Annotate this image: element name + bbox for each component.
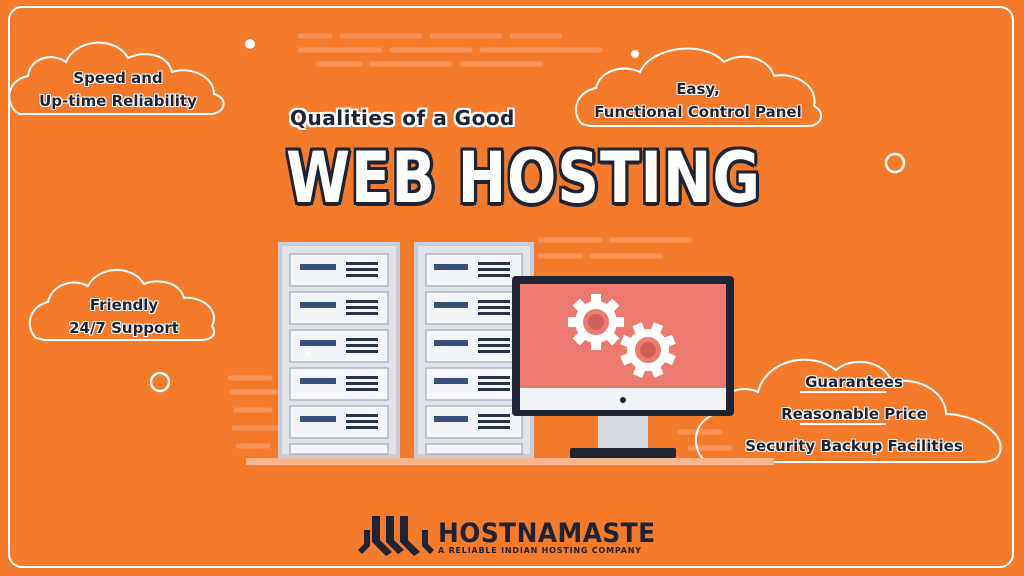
- cloud-control-text: Easy, Functional Control Panel: [578, 78, 818, 124]
- cloud-outline-support: [28, 269, 216, 341]
- title-heading: WEB HOSTING: [286, 137, 761, 219]
- cloud-extras-line2: Reasonable Price: [781, 405, 927, 423]
- cloud-control-line1: Easy,: [676, 80, 720, 98]
- brand-tagline: A RELIABLE INDIAN HOSTING COMPANY: [438, 546, 642, 555]
- cloud-support-text: Friendly 24/7 Support: [44, 294, 204, 340]
- hostnamaste-logo-icon: [358, 516, 434, 556]
- decor-ring: [884, 152, 906, 174]
- decor-dot: [245, 39, 255, 49]
- cloud-speed-line2: Up-time Reliability: [39, 92, 197, 110]
- decor-ring: [149, 371, 171, 393]
- brand-name: HOSTNAMASTE: [438, 518, 656, 549]
- cloud-speed-text: Speed and Up-time Reliability: [28, 67, 208, 113]
- title-subheading: Qualities of a Good: [290, 106, 515, 130]
- cloud-outline-control: [574, 47, 823, 127]
- cloud-extras-line3: Security Backup Facilities: [745, 437, 963, 455]
- cloud-support-line1: Friendly: [89, 296, 159, 314]
- monitor-gears-icon: [512, 276, 734, 458]
- server-rack-icon: [278, 242, 400, 458]
- background-code-lines: [227, 33, 733, 451]
- decor-dot: [631, 50, 639, 58]
- cloud-speed-line1: Speed and: [73, 69, 163, 87]
- cloud-extras-line1: Guarantees: [805, 373, 903, 391]
- cloud-extras-text: Guarantees Reasonable Price Security Bac…: [724, 366, 984, 462]
- cloud-support-line2: 24/7 Support: [69, 319, 179, 337]
- cloud-control-line2: Functional Control Panel: [594, 103, 802, 121]
- cloud-outline-speed: [8, 41, 225, 115]
- desk-surface: [246, 458, 774, 465]
- white-frame-border: [8, 6, 1014, 568]
